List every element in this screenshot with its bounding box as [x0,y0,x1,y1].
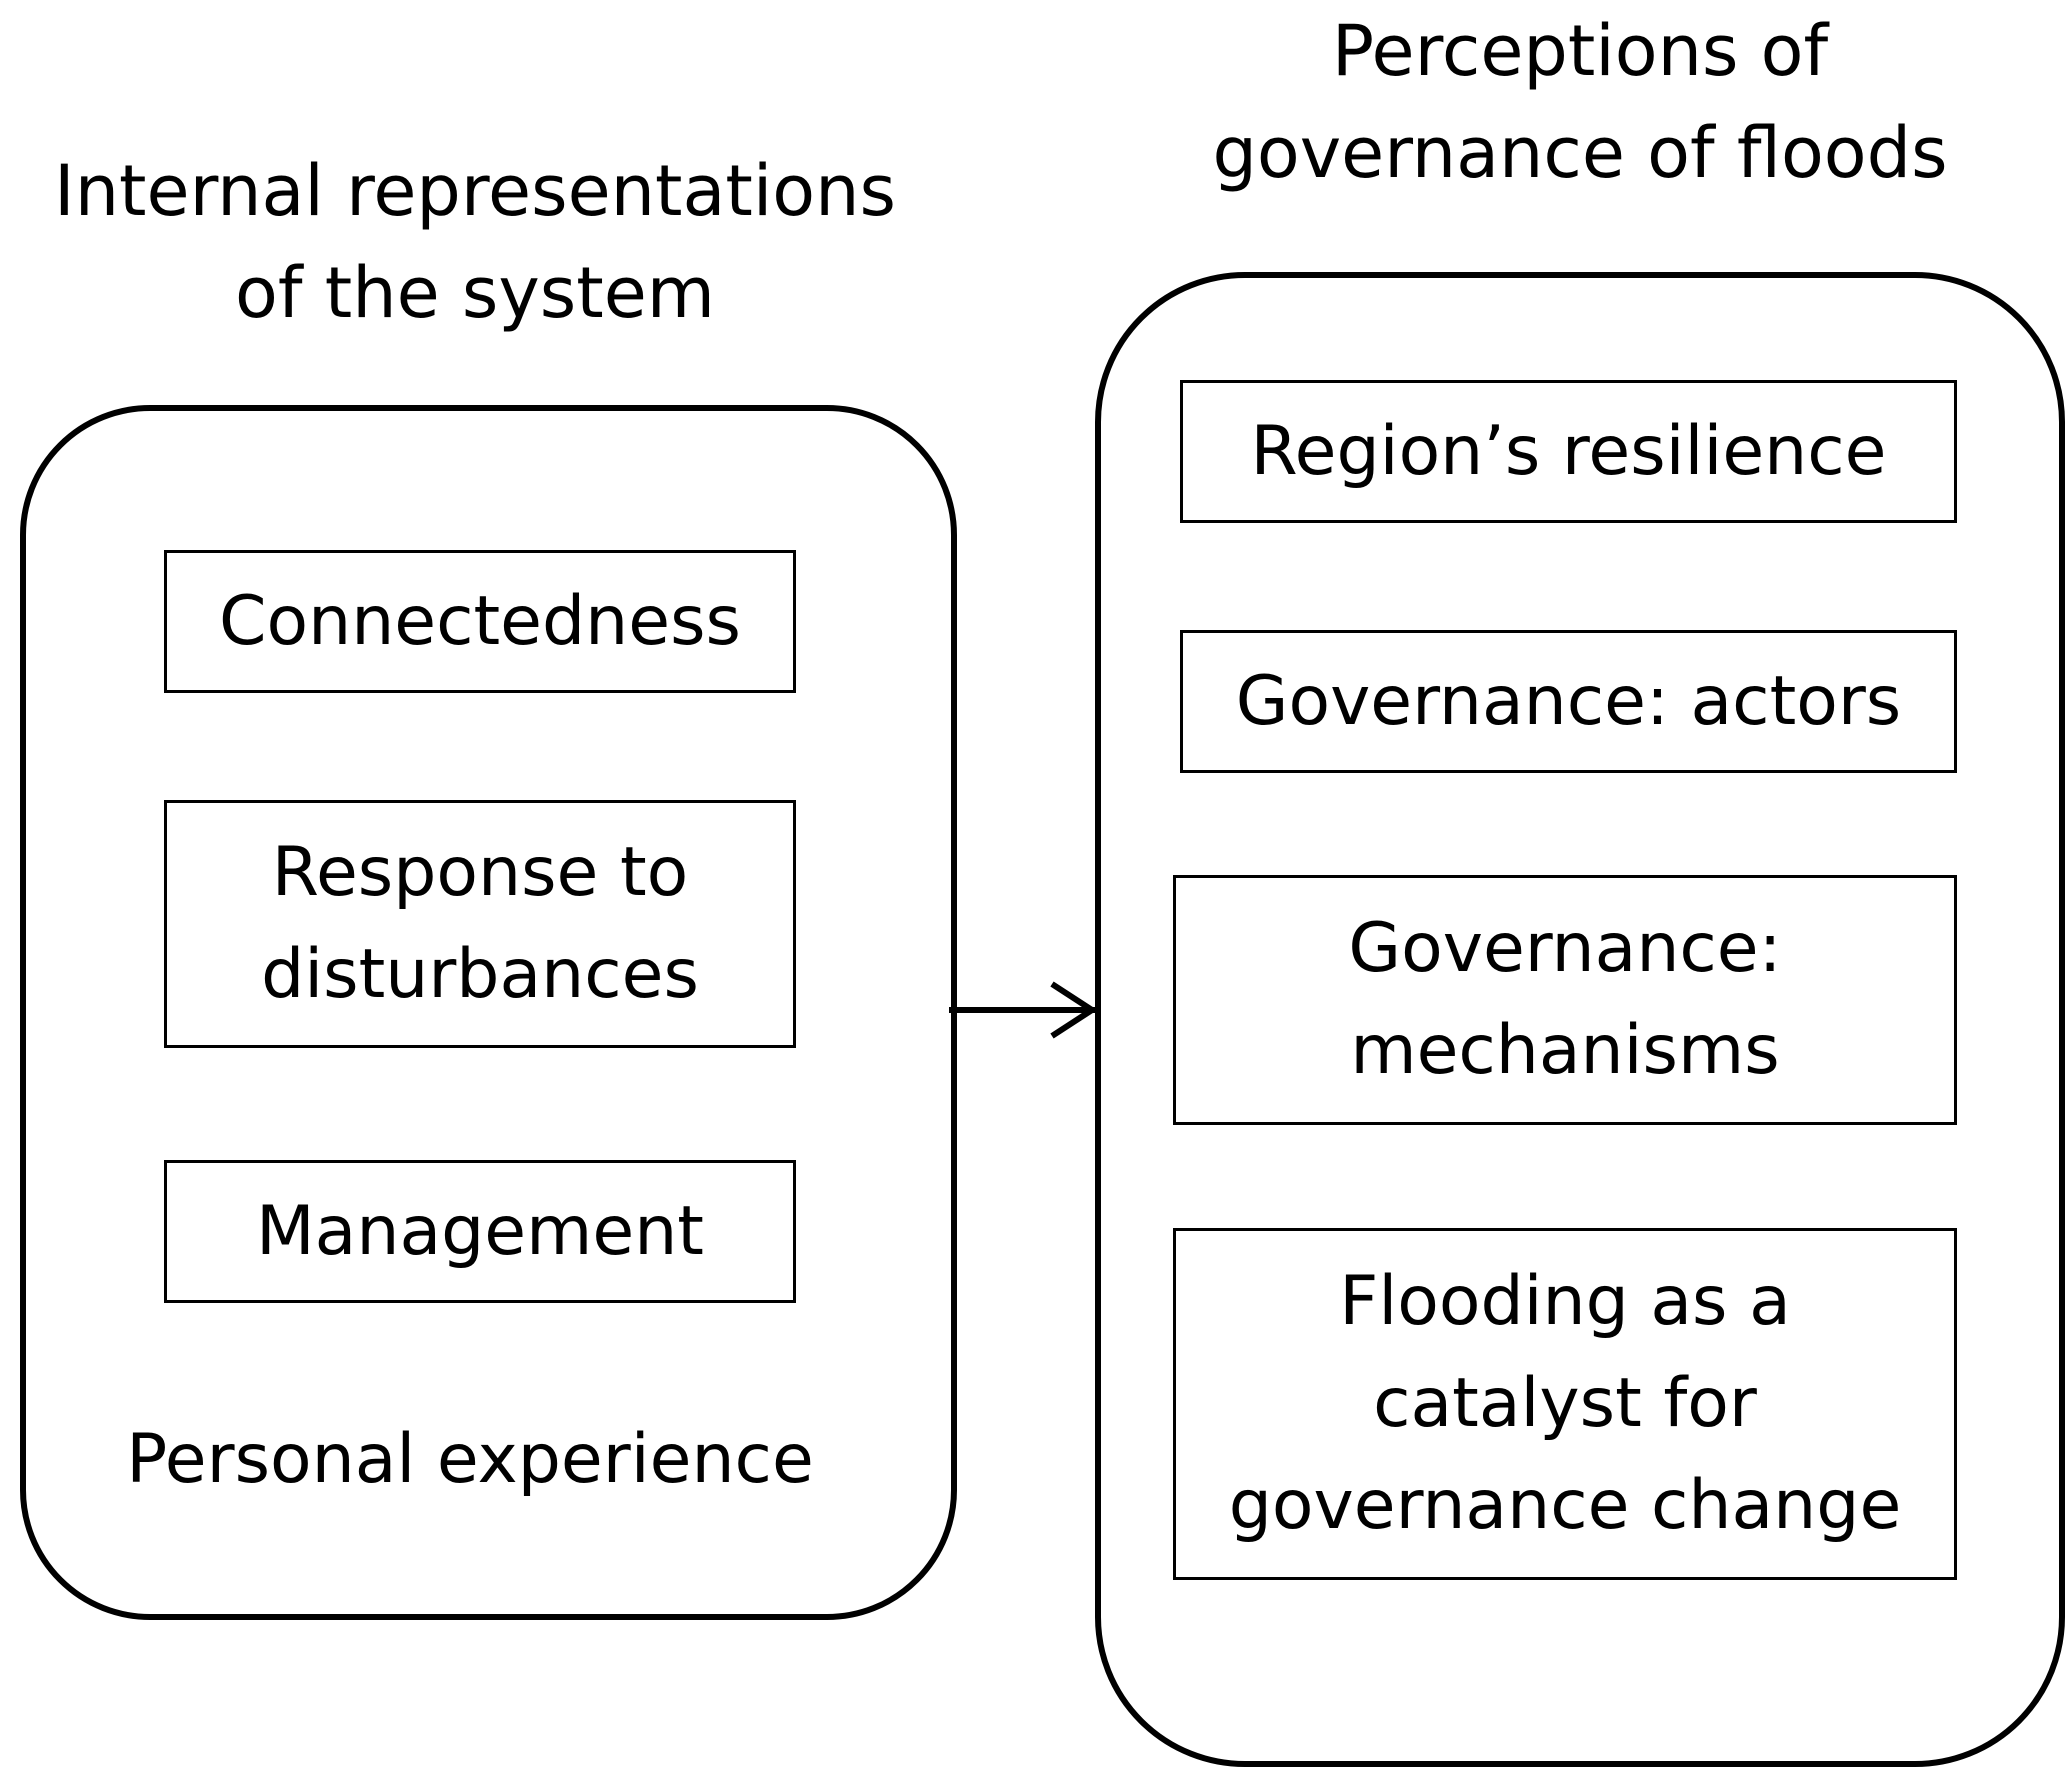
left-heading-line-1: Internal representations [54,150,896,232]
governance-mechanisms-line-1: Governance: [1348,909,1782,988]
flooding-catalyst-line-1: Flooding as a [1339,1262,1791,1341]
left-heading-line-2: of the system [235,252,715,334]
connectedness-box: Connectedness [164,550,796,693]
governance-mechanisms-box: Governance: mechanisms [1173,875,1957,1125]
personal-experience-label: Personal experience [126,1420,814,1499]
management-label: Management [256,1191,704,1271]
response-line-1: Response to [271,833,689,912]
right-heading-line-2: governance of floods [1212,112,1948,194]
flooding-catalyst-line-3: governance change [1228,1466,1902,1545]
governance-actors-label: Governance: actors [1235,661,1902,741]
connector-arrow [949,981,1098,1039]
flooding-catalyst-line-2: catalyst for [1373,1364,1757,1443]
regions-resilience-box: Region’s resilience [1180,380,1957,523]
governance-actors-box: Governance: actors [1180,630,1957,773]
governance-mechanisms-line-2: mechanisms [1350,1011,1780,1090]
management-box: Management [164,1160,796,1303]
response-to-disturbances-box: Response to disturbances [164,800,796,1048]
right-heading-line-1: Perceptions of [1331,10,1829,92]
left-group-heading: Internal representations of the system [20,140,930,344]
right-group-heading: Perceptions of governance of floods [1160,0,2000,204]
regions-resilience-label: Region’s resilience [1250,411,1887,491]
connectedness-label: Connectedness [219,581,741,661]
response-line-2: disturbances [261,935,699,1014]
flooding-catalyst-box: Flooding as a catalyst for governance ch… [1173,1228,1957,1580]
